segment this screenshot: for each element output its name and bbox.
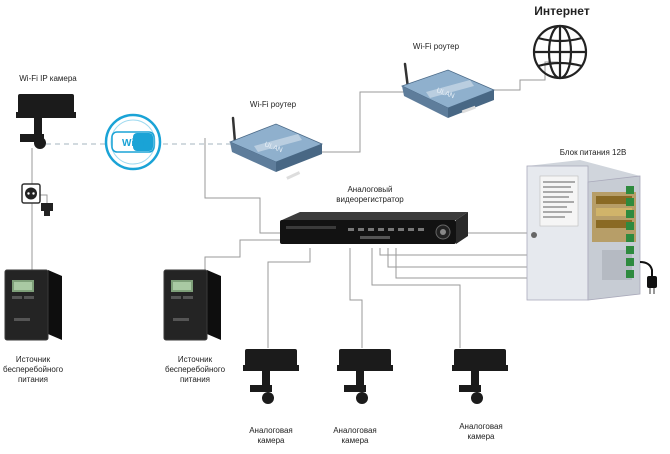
label-ups-left-2: бесперебойного bbox=[2, 365, 64, 374]
label-router-top: Wi-Fi роутер bbox=[412, 42, 460, 51]
analog-camera-1 bbox=[243, 349, 299, 404]
wire-router-dvr bbox=[204, 138, 282, 234]
label-ups-mid-3: питания bbox=[179, 375, 211, 384]
label-internet: Интернет bbox=[534, 4, 590, 18]
globe-icon bbox=[532, 24, 588, 80]
wire-internet-router bbox=[468, 61, 558, 91]
wire-dvr-power-2 bbox=[379, 248, 530, 256]
label-cam2-2: камера bbox=[341, 436, 369, 445]
label-power-supply: Блок питания 12В bbox=[559, 148, 627, 157]
label-cam2-1: Аналоговая bbox=[333, 426, 377, 435]
wifi-badge-icon bbox=[104, 113, 162, 171]
wifi-router-mid bbox=[228, 116, 324, 180]
wire-dvr-cam3 bbox=[371, 248, 461, 348]
analog-camera-3 bbox=[452, 349, 508, 404]
analog-camera-2 bbox=[337, 349, 393, 404]
label-recorder-1: Аналоговый bbox=[347, 185, 393, 194]
connection-wires bbox=[31, 61, 558, 348]
label-cam3-1: Аналоговая bbox=[459, 422, 503, 431]
label-ups-mid-1: Источник bbox=[177, 355, 213, 364]
label-recorder-2: видеорегистратор bbox=[336, 195, 404, 204]
wire-dvr-cam1 bbox=[267, 248, 311, 348]
label-cam1-2: камера bbox=[257, 436, 285, 445]
label-ups-left-3: питания bbox=[17, 375, 49, 384]
label-ups-left-1: Источник bbox=[15, 355, 51, 364]
ip-camera bbox=[16, 94, 76, 149]
wifi-router-top bbox=[400, 62, 496, 118]
ups-mid bbox=[163, 269, 221, 341]
label-ups-mid-2: бесперебойного bbox=[164, 365, 226, 374]
wire-dvr-cam2 bbox=[349, 248, 363, 348]
wire-router-router bbox=[322, 91, 412, 153]
ups-left bbox=[4, 269, 62, 341]
label-cam1-1: Аналоговая bbox=[249, 426, 293, 435]
wire-dvr-power-4 bbox=[395, 248, 530, 279]
wire-dvr-ups bbox=[204, 239, 282, 272]
wire-dvr-power-3 bbox=[387, 248, 530, 268]
power-outlet-icon bbox=[21, 183, 41, 204]
power-plug-icon bbox=[41, 203, 53, 216]
wifi-badge-text: Wi Fi bbox=[122, 138, 146, 149]
dvr-recorder bbox=[280, 212, 468, 244]
label-cam3-2: камера bbox=[467, 432, 495, 441]
wire-outlet-adapter bbox=[40, 194, 48, 203]
label-router-mid: Wi-Fi роутер bbox=[249, 100, 297, 109]
label-ip-camera: Wi-Fi IP камера bbox=[19, 74, 77, 83]
power-supply-box bbox=[526, 160, 657, 301]
